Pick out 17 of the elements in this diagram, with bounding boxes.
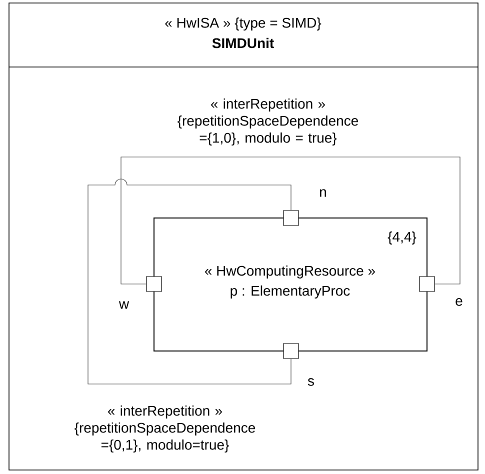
port-label: w: [118, 301, 130, 309]
port-label: s: [308, 378, 314, 386]
port-label: n: [320, 189, 326, 197]
port-square: [419, 276, 435, 292]
connector: [120, 156, 460, 284]
class-name: SIMDUnit: [212, 38, 274, 48]
port-square: [283, 210, 299, 226]
port-label: e: [456, 298, 462, 306]
port-square: [283, 343, 299, 359]
edge-label: « interRepetition » {repetitionSpaceDependence ={1,0}, modulo = true}: [178, 98, 358, 146]
part-name: p : ElementaryProc: [230, 285, 350, 299]
multiplicity-label: {4,4}: [388, 231, 416, 245]
stereotype-text: « HwComputingResource »: [204, 265, 375, 279]
edge-label: « interRepetition » {repetitionSpaceDependence ={0,1}, modulo=true}: [74, 405, 256, 452]
port-square: [146, 276, 162, 292]
connector: [88, 178, 292, 384]
stereotype-text: « HwISA » {type = SIMD}: [165, 17, 322, 31]
